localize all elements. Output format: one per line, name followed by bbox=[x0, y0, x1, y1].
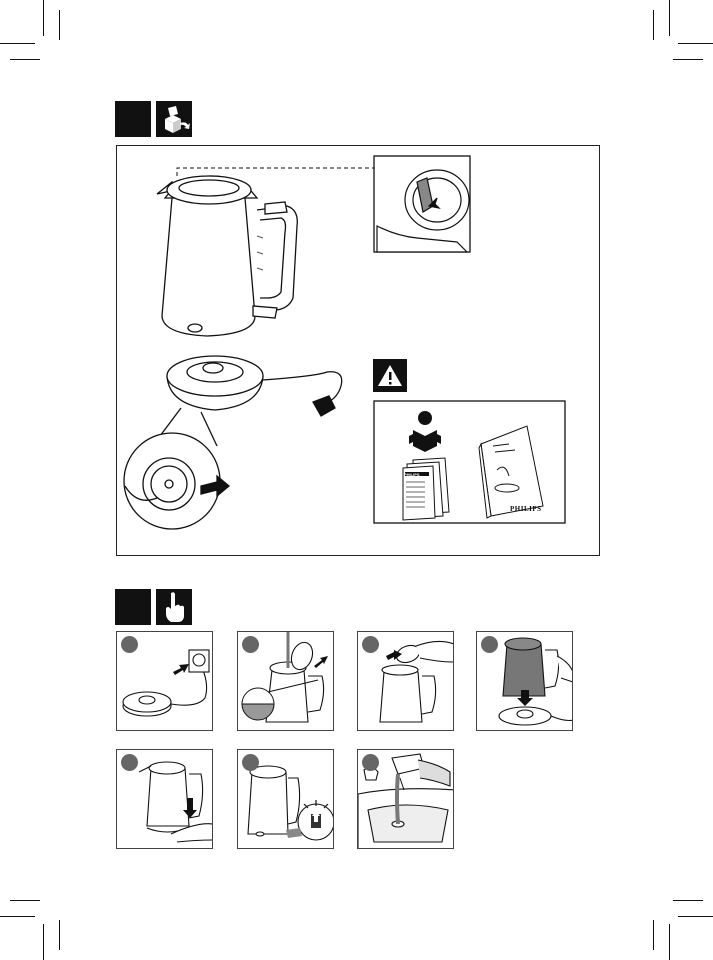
section-1-marker bbox=[115, 101, 151, 137]
hand-pointing-icon bbox=[156, 589, 192, 625]
step-number-badge bbox=[242, 754, 259, 771]
step-indicator-light bbox=[237, 749, 334, 849]
section-2-marker bbox=[115, 589, 151, 625]
step-number-badge bbox=[481, 636, 498, 653]
parts-overview-frame: PHILIPS PHILIPS bbox=[116, 145, 600, 556]
unpack-box-icon bbox=[156, 101, 192, 137]
step-number-badge bbox=[121, 754, 138, 771]
leaflet-brand: PHILIPS bbox=[404, 472, 420, 477]
step-number-badge bbox=[242, 636, 259, 653]
step-switch-on bbox=[116, 749, 213, 849]
step-number-badge bbox=[121, 636, 138, 653]
step-place-on-base bbox=[476, 631, 573, 731]
kettle-overview-illustration bbox=[117, 146, 601, 557]
step-pour-out-water bbox=[357, 749, 454, 849]
step-fill-water bbox=[237, 631, 334, 731]
step-plug-in-base bbox=[116, 631, 213, 731]
step-close-lid bbox=[357, 631, 454, 731]
step-number-badge bbox=[362, 636, 379, 653]
step-number-badge bbox=[362, 754, 379, 771]
booklet-brand: PHILIPS bbox=[510, 505, 542, 513]
